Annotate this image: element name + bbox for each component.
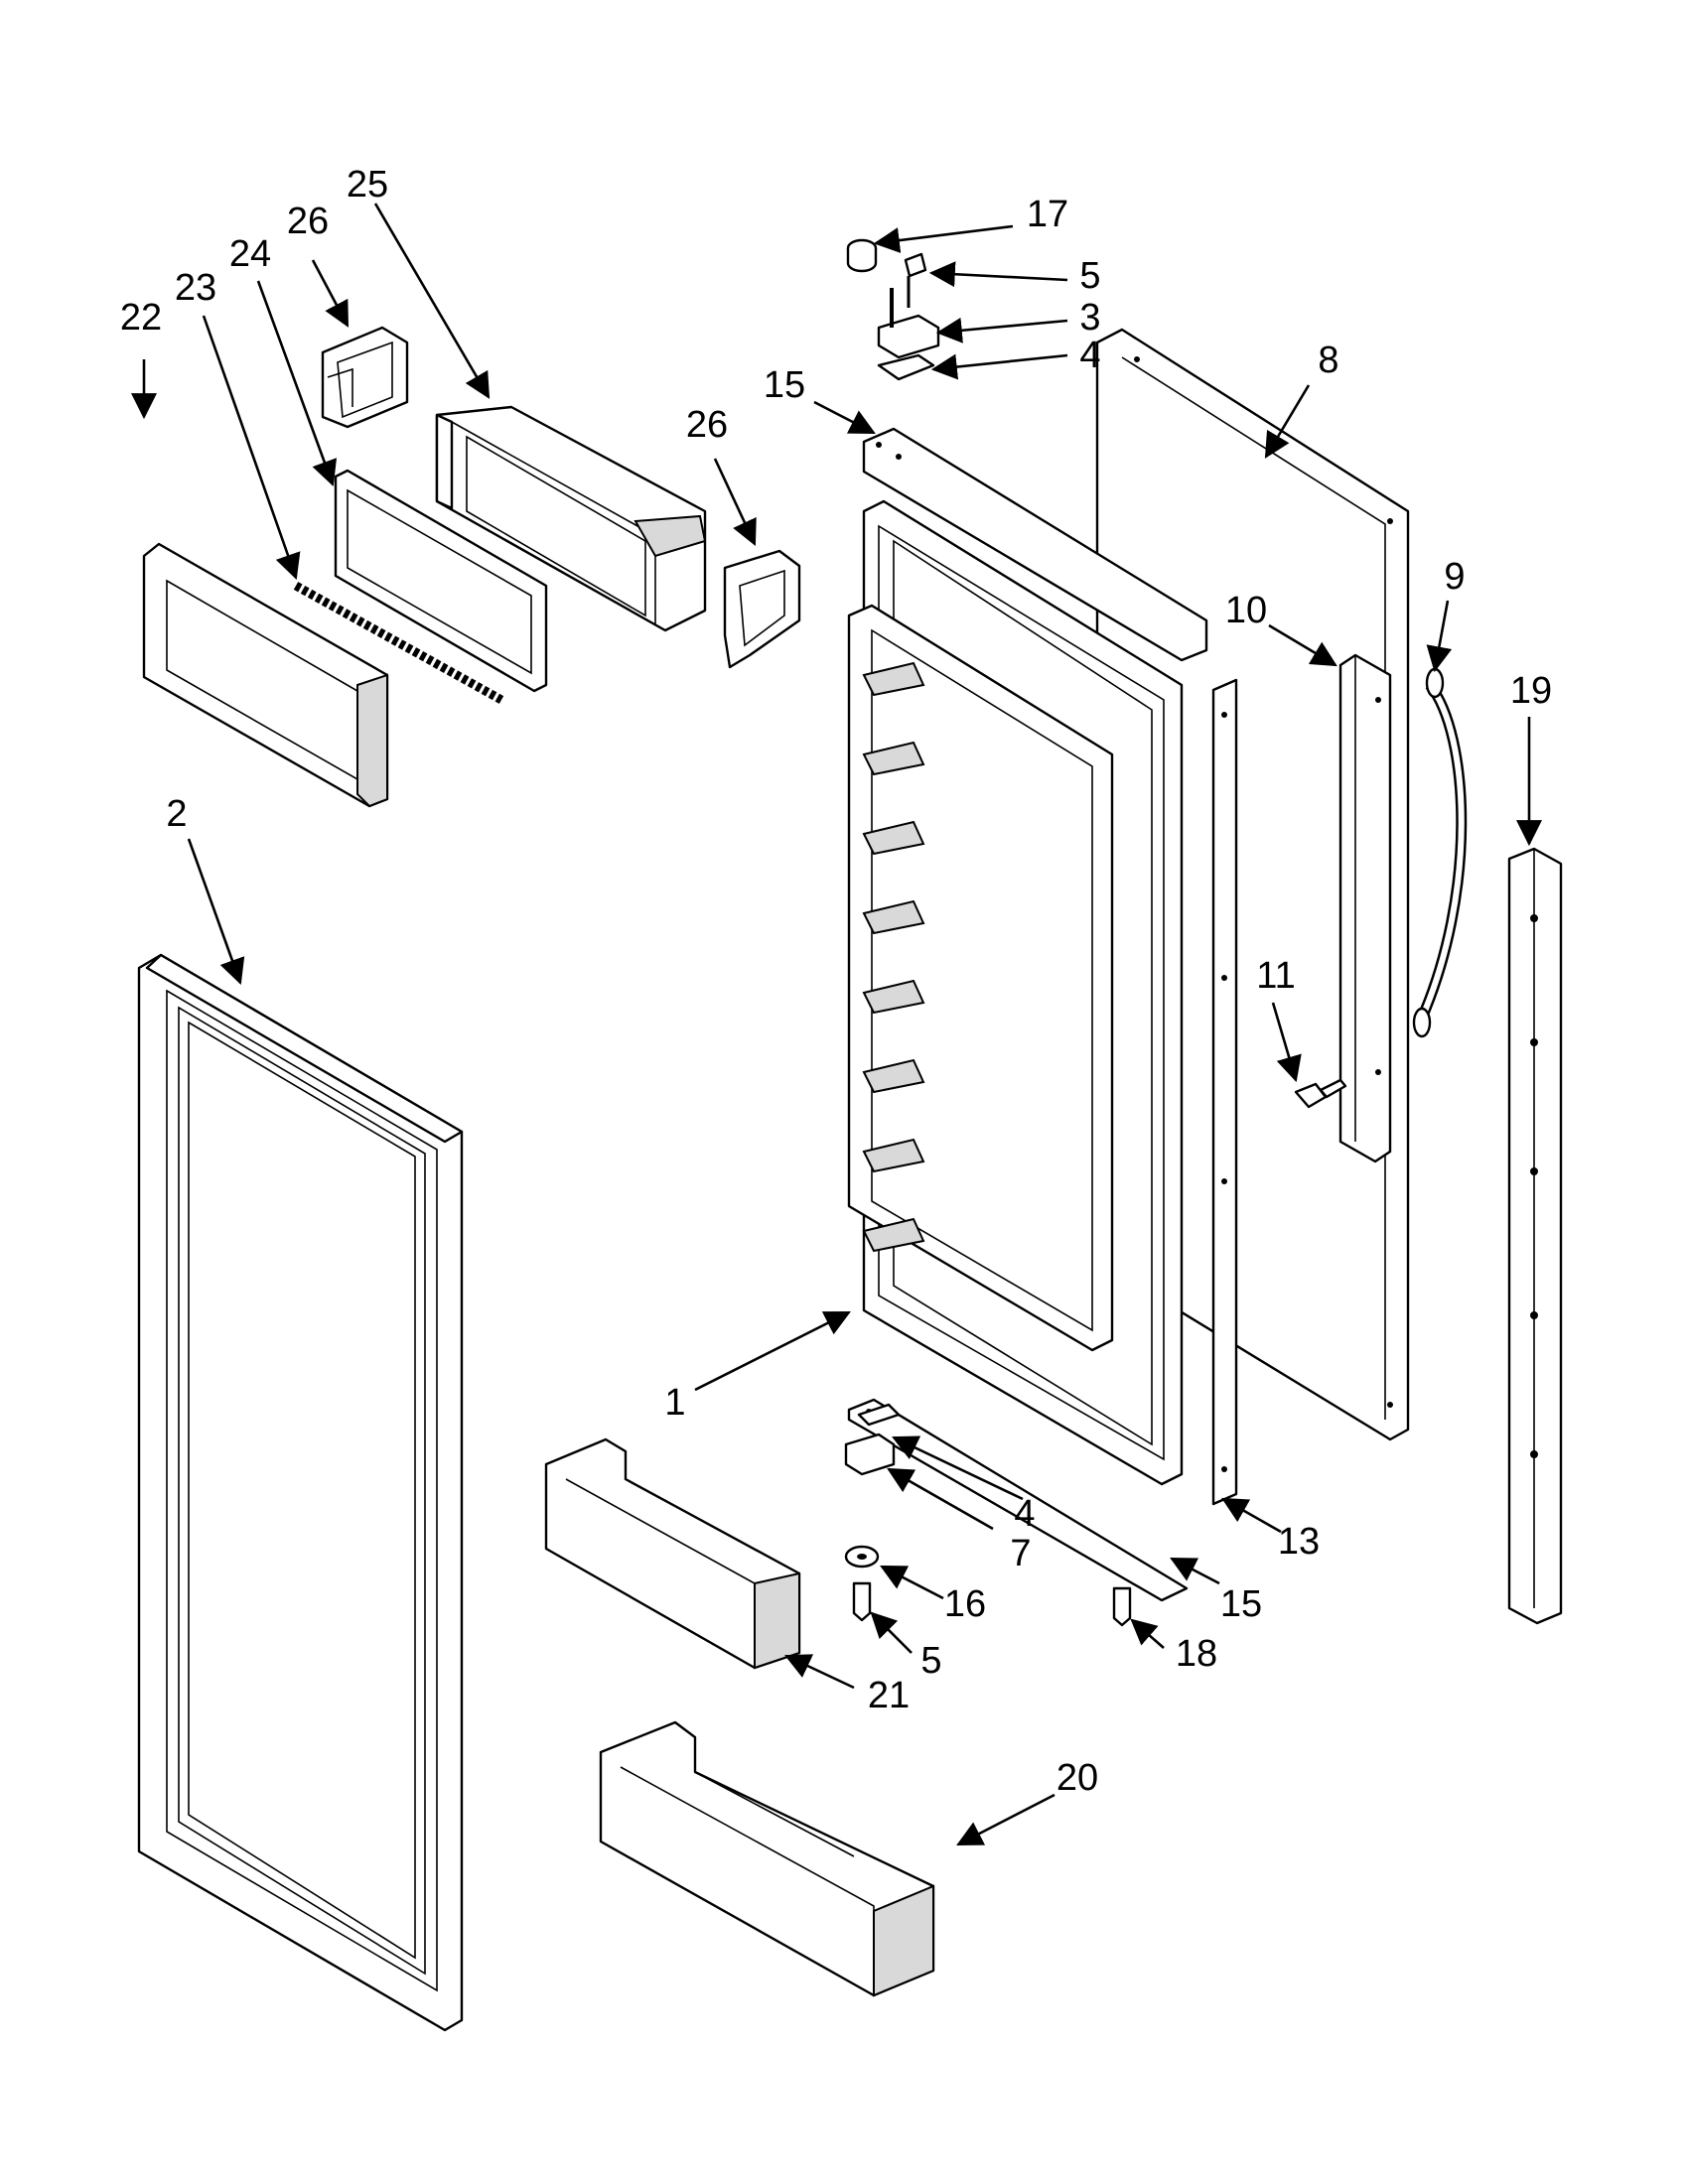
callout-26-right: 26 — [686, 404, 728, 446]
hinge-plate-part-15-upper — [862, 427, 1208, 662]
frame-part-24 — [334, 469, 548, 693]
callout-3: 3 — [1079, 297, 1100, 339]
callout-2: 2 — [166, 793, 187, 835]
hinge-part-3 — [877, 288, 940, 359]
callout-4-lower: 4 — [1014, 1493, 1035, 1535]
bin-trim-part-22 — [142, 542, 389, 808]
screw-part-18 — [1112, 1586, 1132, 1627]
leader-18 — [1130, 1618, 1165, 1649]
vertical-strip-part-13 — [1211, 678, 1238, 1506]
screw-part-11 — [1294, 1078, 1347, 1109]
callout-11: 11 — [1256, 955, 1295, 997]
screw-part-5-lower — [852, 1581, 872, 1622]
callout-24: 24 — [229, 233, 271, 275]
callout-4-upper: 4 — [1079, 335, 1100, 376]
callout-21: 21 — [868, 1675, 910, 1716]
leader-4-lower — [892, 1435, 1024, 1501]
washer-part-16 — [844, 1545, 880, 1569]
callout-18: 18 — [1176, 1633, 1217, 1675]
callout-16: 16 — [944, 1583, 986, 1625]
door-bin-part-20 — [599, 1720, 935, 1997]
leader-25 — [373, 203, 491, 399]
callout-9: 9 — [1444, 556, 1465, 598]
screw-part-5-upper — [904, 252, 927, 308]
leader-23 — [202, 315, 301, 581]
handle-part-9 — [1412, 667, 1468, 1038]
callout-10: 10 — [1225, 590, 1267, 631]
leader-10 — [1268, 623, 1337, 667]
hinge-part-7 — [844, 1433, 896, 1476]
leader-1 — [694, 1310, 851, 1392]
end-cap-part-26-upper — [321, 326, 409, 429]
leader-13 — [1221, 1497, 1282, 1534]
callout-20: 20 — [1056, 1757, 1098, 1799]
end-cap-part-26-right — [723, 549, 801, 669]
callout-8: 8 — [1318, 340, 1338, 381]
leader-17 — [873, 224, 1014, 253]
leader-16 — [880, 1565, 944, 1600]
callout-7: 7 — [1010, 1533, 1031, 1574]
leader-3 — [935, 317, 1068, 343]
callout-25: 25 — [347, 164, 388, 205]
callout-19: 19 — [1510, 670, 1552, 712]
leader-7 — [887, 1467, 994, 1531]
shim-part-4-lower — [857, 1403, 901, 1427]
leader-5-lower — [870, 1611, 913, 1654]
leader-lines — [131, 203, 1542, 1846]
leader-5-upper — [928, 261, 1068, 288]
callout-17: 17 — [1027, 194, 1068, 235]
callout-5-upper: 5 — [1079, 255, 1100, 297]
callout-1: 1 — [664, 1382, 685, 1424]
handle-bracket-part-10 — [1338, 653, 1392, 1163]
leader-15-upper — [813, 400, 876, 435]
leader-26-right — [713, 458, 757, 546]
shim-part-4-upper — [877, 353, 935, 381]
callout-26-upper: 26 — [287, 201, 329, 242]
trim-strip-part-19 — [1507, 847, 1563, 1625]
leader-4-upper — [930, 353, 1068, 380]
leader-15-lower — [1170, 1557, 1220, 1585]
leader-2 — [187, 838, 245, 986]
housing-part-25 — [435, 405, 707, 632]
callout-15-upper: 15 — [764, 364, 805, 406]
callout-15-lower: 15 — [1220, 1583, 1262, 1625]
leader-24 — [256, 280, 338, 487]
leader-26-upper — [311, 259, 350, 328]
liner-shelf-tabs — [862, 661, 925, 1253]
callout-22: 22 — [120, 297, 162, 339]
callout-5-lower: 5 — [920, 1640, 941, 1682]
door-gasket-part-2 — [137, 953, 464, 2032]
callout-labels: 17 5 3 4 15 8 9 10 19 11 1 4 7 13 15 16 … — [120, 164, 1552, 1799]
cap-part-17 — [846, 238, 878, 273]
callout-13: 13 — [1278, 1521, 1320, 1563]
leader-8 — [1264, 384, 1311, 459]
leader-21 — [784, 1654, 855, 1690]
leader-11 — [1271, 1002, 1302, 1083]
door-bin-part-21 — [544, 1437, 801, 1670]
leader-9 — [1426, 600, 1453, 673]
door-liner-part-1 — [847, 499, 1184, 1486]
leader-20 — [956, 1793, 1055, 1846]
callout-23: 23 — [175, 267, 216, 309]
